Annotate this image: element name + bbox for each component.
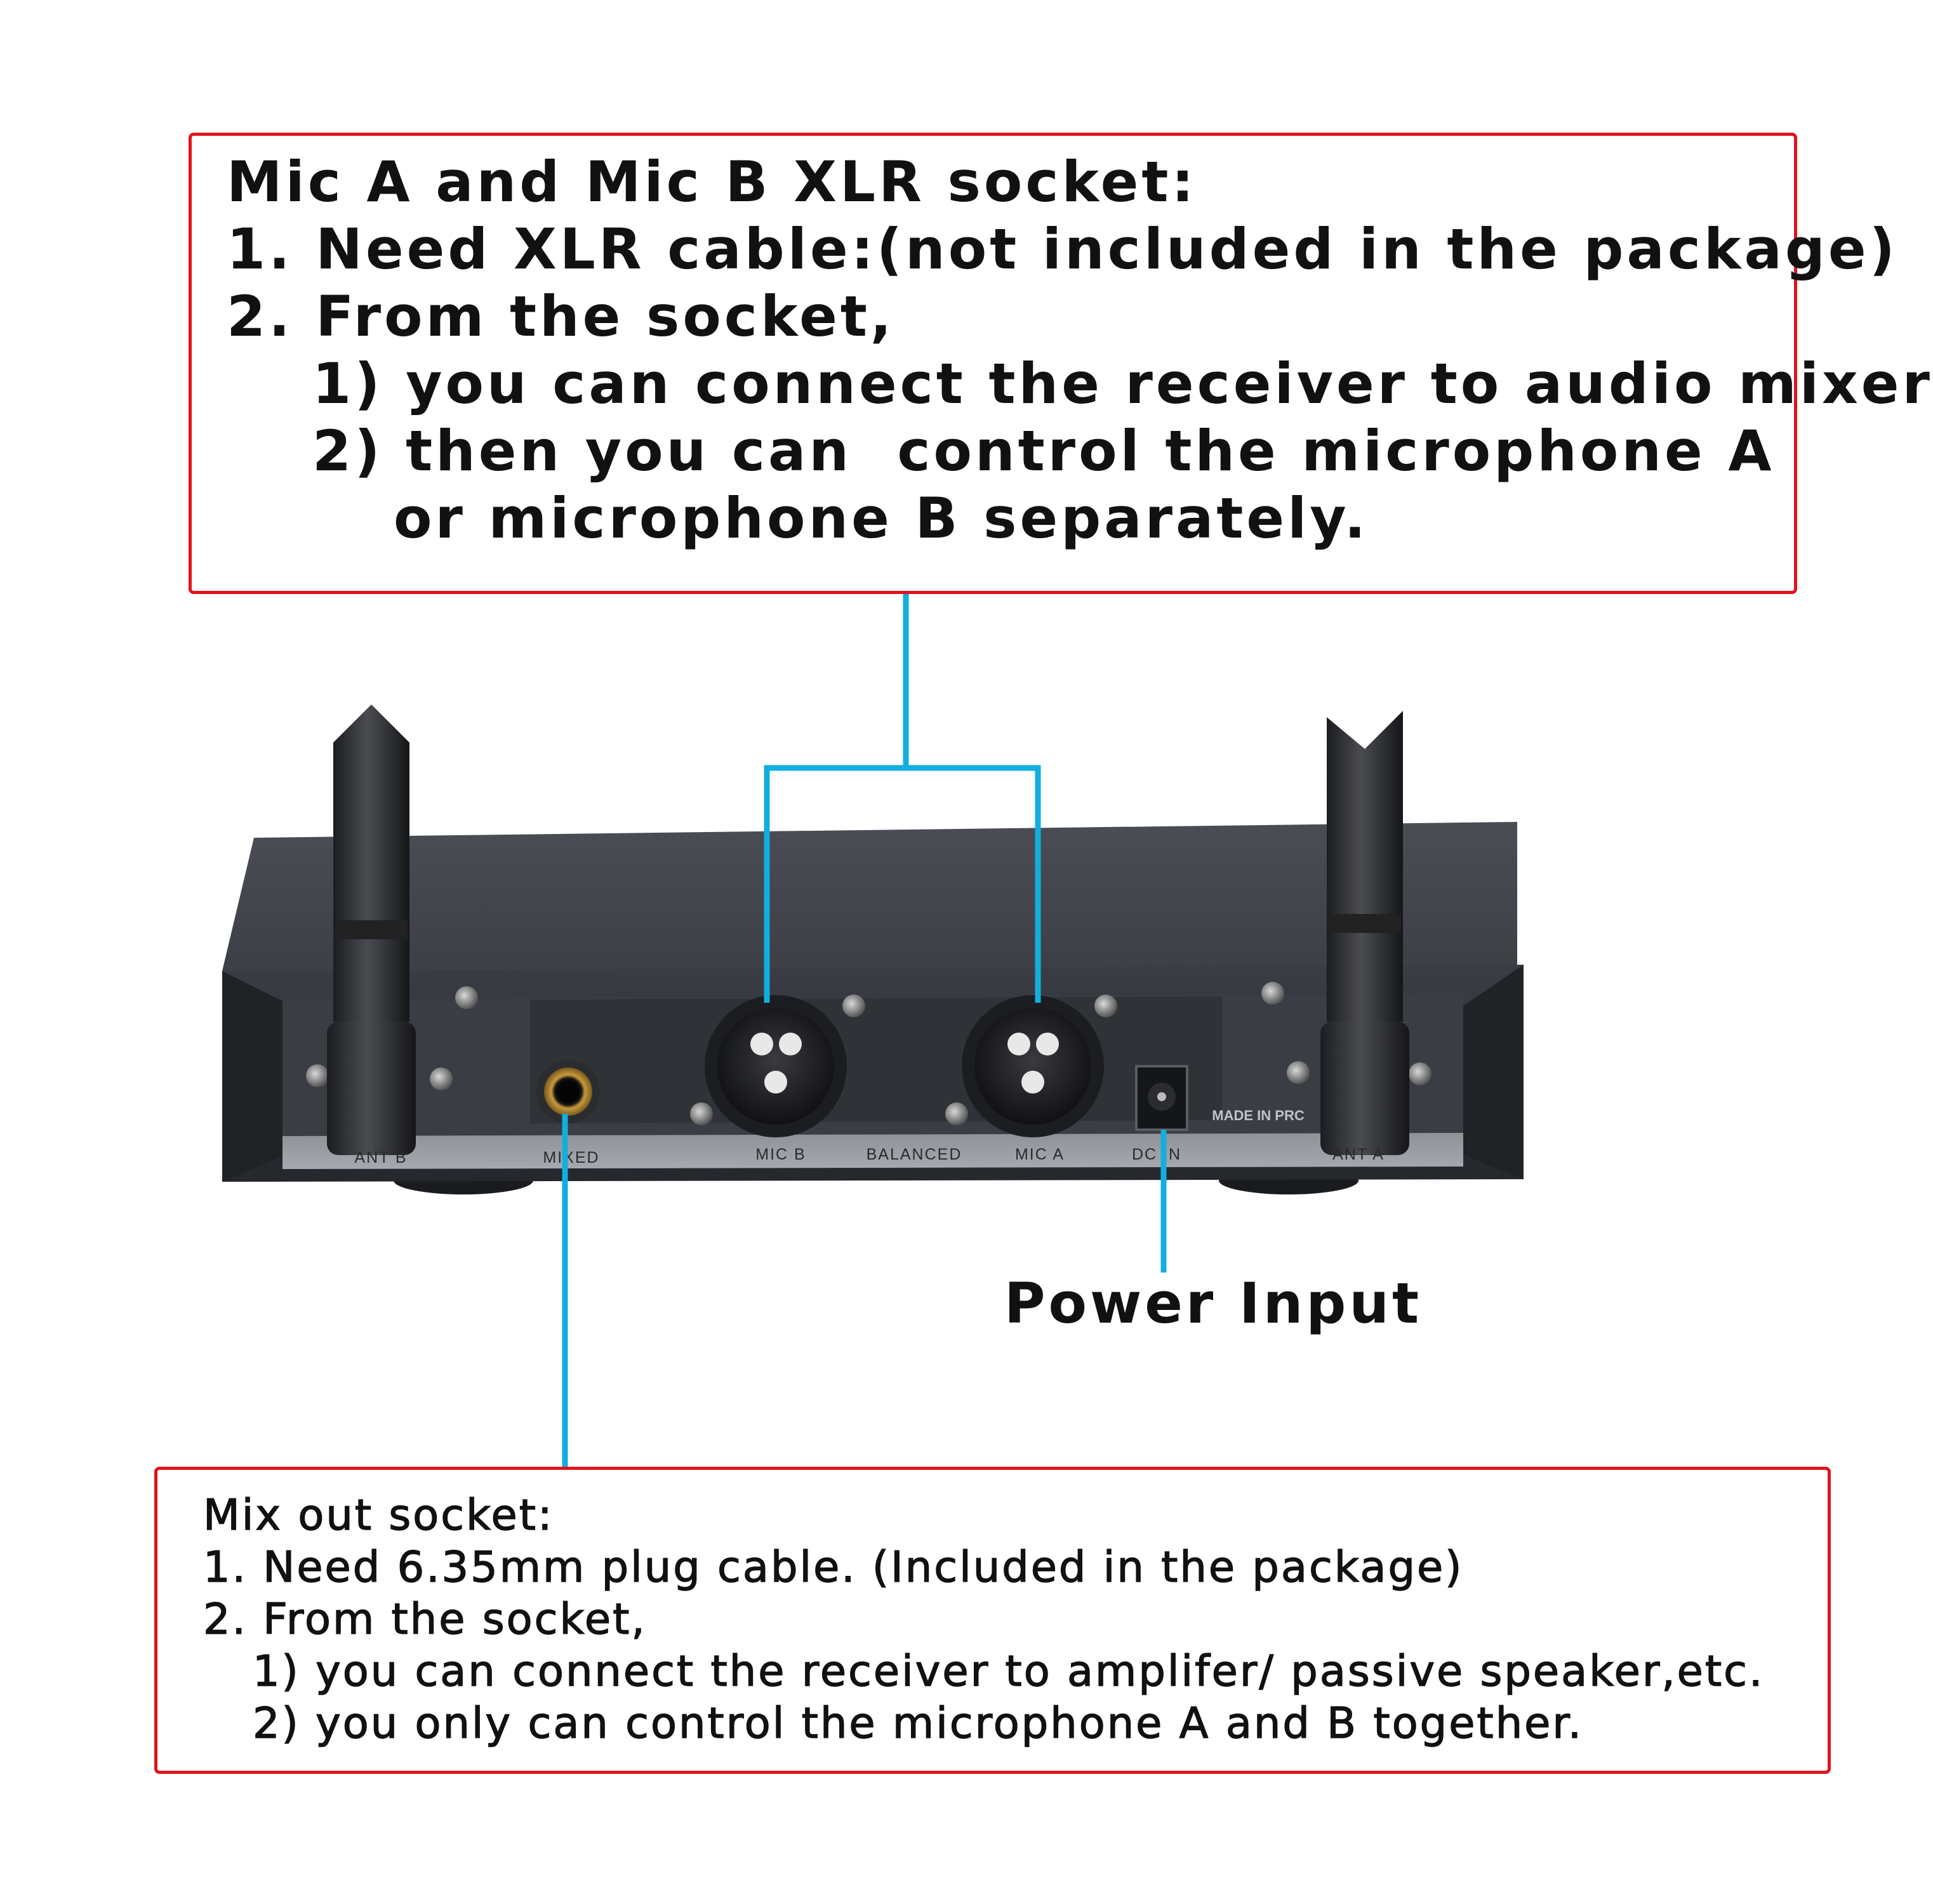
xlr-socket-mic-a-icon [962, 995, 1104, 1137]
mic-b-label: MIC B [755, 1146, 806, 1163]
antenna-b-icon [327, 704, 416, 1155]
mic-a-label: MIC A [1015, 1146, 1065, 1163]
ant-a-label: ANT A [1332, 1146, 1385, 1163]
xlr-callout-line-2: 1. Need XLR cable:(not included in the p… [227, 216, 1898, 282]
screw-icons [306, 982, 1431, 1125]
power-input-label: Power Input [1004, 1271, 1423, 1336]
antenna-a-icon [1320, 711, 1409, 1155]
xlr-callout-line-5: 2) then you can control the microphone A [312, 418, 1775, 484]
mix-callout-line-1: Mix out socket: [203, 1490, 554, 1540]
leader-lines [562, 594, 1167, 1467]
dc-in-label: DC IN [1132, 1146, 1181, 1163]
balanced-label: BALANCED [867, 1146, 962, 1163]
xlr-callout-line-4: 1) you can connect the receiver to audio… [312, 351, 1933, 416]
xlr-socket-callout: Mic A and Mic B XLR socket: 1. Need XLR … [189, 133, 1930, 594]
dc-in-socket-icon [1135, 1065, 1188, 1131]
xlr-branch-line [764, 765, 1041, 1003]
mixed-label: MIXED [543, 1149, 599, 1167]
xlr-callout-line-1: Mic A and Mic B XLR socket: [227, 149, 1197, 215]
label-plate [282, 1133, 1463, 1169]
ant-b-label: ANT B [354, 1149, 407, 1167]
mix-out-callout: Mix out socket: 1. Need 6.35mm plug cabl… [154, 1467, 1831, 1774]
mix-callout-line-4: 1) you can connect the receiver to ampli… [252, 1646, 1765, 1696]
xlr-socket-mic-b-icon [705, 995, 847, 1137]
mix-callout-line-3: 2. From the socket, [203, 1594, 647, 1644]
xlr-callout-line-3: 2. From the socket, [227, 284, 895, 349]
mix-callout-line-5: 2) you only can control the microphone A… [252, 1698, 1584, 1748]
made-in-label: MADE IN PRC [1212, 1107, 1305, 1123]
mix-callout-line-2: 1. Need 6.35mm plug cable. (Included in … [203, 1542, 1464, 1592]
xlr-callout-line-6: or microphone B separately. [394, 486, 1369, 551]
mixed-jack-icon [536, 1060, 600, 1123]
